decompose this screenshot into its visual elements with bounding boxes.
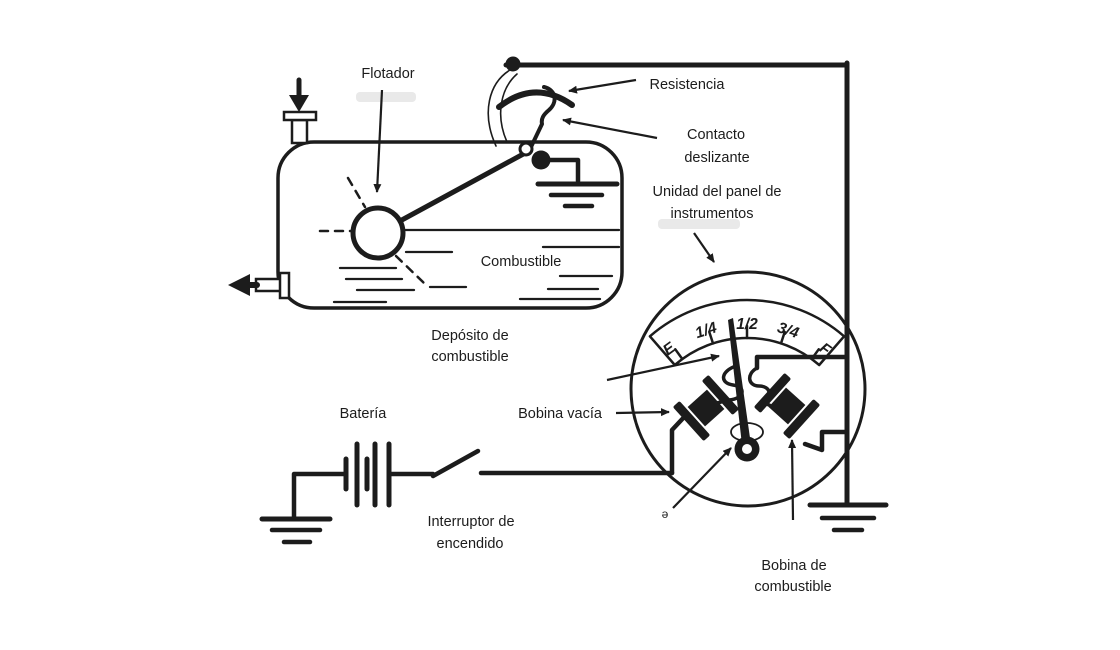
- left-coil-bracket: [669, 411, 690, 476]
- resistencia-arrow: [568, 78, 637, 94]
- label-bobina-combustible-line1: Bobina de: [761, 558, 826, 574]
- float: [350, 205, 406, 261]
- gauge-housing: [629, 270, 867, 508]
- fuel-coil: [754, 373, 820, 439]
- fuel-outlet: [228, 271, 291, 300]
- fuel-inlet: [282, 77, 318, 145]
- annotations: Flotador Resistencia Contacto deslizante…: [340, 66, 832, 595]
- gauge-scale-band: [648, 298, 846, 367]
- gauge-unit: E 1/4 1/2 3/4 F: [629, 270, 867, 508]
- float-motion-dashes: [318, 176, 426, 285]
- resistance-arc: [496, 89, 575, 110]
- scale-label-half: 1/2: [736, 316, 758, 333]
- battery: [291, 441, 392, 521]
- erased-text-smudge: [356, 92, 416, 102]
- tank-body: [276, 140, 624, 310]
- label-contacto-line2: deslizante: [684, 150, 749, 166]
- right-coil-bracket: [802, 429, 850, 453]
- tank-ground-symbol: [535, 157, 620, 209]
- needle-pivot-center: [742, 444, 752, 454]
- label-deposito-line2: combustible: [431, 349, 508, 365]
- label-unidad-line1: Unidad del panel de: [653, 184, 782, 200]
- label-bobina-combustible-line2: combustible: [754, 579, 831, 595]
- battery-ground-symbol: [259, 516, 333, 545]
- left-hairspring: [715, 364, 744, 405]
- sliding-contact-arm: [529, 85, 557, 149]
- label-flotador: Flotador: [361, 66, 414, 82]
- gauge-feed-wire: [754, 354, 850, 371]
- label-interruptor-line2: encendido: [437, 536, 504, 552]
- label-contacto-line1: Contacto: [687, 127, 745, 143]
- erased-text-smudge: [658, 219, 740, 229]
- right-hairspring: [748, 366, 777, 410]
- scale-label-threequarter: 3/4: [775, 319, 801, 342]
- outlet-arrow-icon: [228, 274, 250, 296]
- ignition-switch-blade: [430, 448, 481, 479]
- sender-mechanism: [487, 69, 575, 170]
- wire-terminal-dot: [505, 56, 521, 72]
- label-deposito-line1: Depósito de: [431, 328, 508, 344]
- float-arm: [397, 149, 530, 224]
- scale-label-quarter: 1/4: [693, 319, 719, 342]
- empty-coil: [673, 375, 739, 441]
- label-unidad-line2: instrumentos: [670, 206, 753, 222]
- contact-pivot: [518, 141, 534, 157]
- inlet-arrow-icon: [289, 95, 309, 112]
- label-artifact: ə: [662, 507, 669, 521]
- needle-pointer-arrow: [606, 353, 720, 382]
- flotador-arrow: [373, 89, 384, 193]
- gauge-needle: [728, 318, 752, 454]
- arm-pivot-dot: [531, 150, 551, 170]
- fuel-tank: [228, 69, 624, 310]
- contacto-arrow: [562, 117, 658, 140]
- unidad-panel-arrow: [693, 232, 715, 263]
- label-combustible: Combustible: [481, 254, 562, 270]
- pivot-pointer-arrow: [672, 447, 732, 509]
- bobina-combustible-arrow: [788, 439, 797, 521]
- label-bateria: Batería: [340, 406, 388, 422]
- gauge-ground-symbol: [807, 502, 889, 533]
- circuit-wiring: [259, 56, 889, 545]
- fuel-surface-streaks: [332, 228, 621, 304]
- label-resistencia: Resistencia: [650, 77, 726, 93]
- label-interruptor-line1: Interruptor de: [427, 514, 514, 530]
- bobina-vacia-arrow: [615, 408, 670, 417]
- label-bobina-vacia: Bobina vacía: [518, 406, 603, 422]
